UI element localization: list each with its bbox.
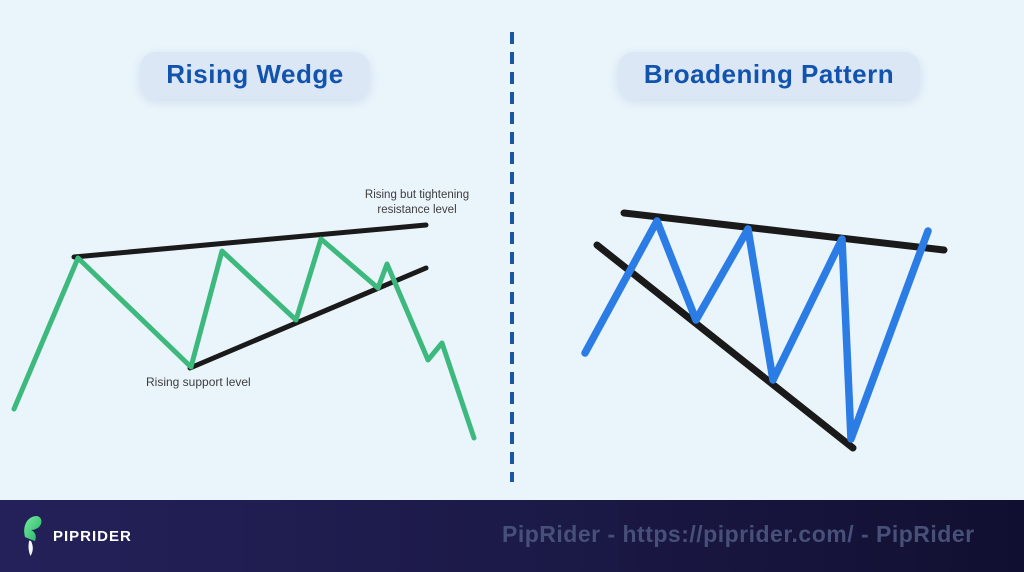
support-level-annotation: Rising support level xyxy=(146,375,251,389)
dashed-divider-line xyxy=(510,32,514,482)
watermark-text: PipRider - https://piprider.com/ - PipRi… xyxy=(502,521,975,547)
footer-bar: PIPRIDER PipRider - https://piprider.com… xyxy=(0,500,1024,572)
panel-broadening-pattern: Broadening Pattern xyxy=(514,0,1024,500)
panel-rising-wedge: Rising Wedge Rising but tightening resis… xyxy=(0,0,510,500)
broadening-pattern-title-badge: Broadening Pattern xyxy=(617,52,921,99)
broadening-pattern-title: Broadening Pattern xyxy=(643,59,895,89)
piprider-logo-icon xyxy=(24,516,42,556)
rising-wedge-title: Rising Wedge xyxy=(166,59,344,89)
rising-wedge-title-badge: Rising Wedge xyxy=(140,52,370,99)
logo-tail-shape xyxy=(28,540,33,556)
brand-lockup: PIPRIDER xyxy=(22,500,132,572)
resistance-level-annotation: Rising but tightening resistance level xyxy=(364,189,470,216)
brand-name: PIPRIDER xyxy=(53,527,132,545)
horse-head-shape xyxy=(24,516,42,541)
